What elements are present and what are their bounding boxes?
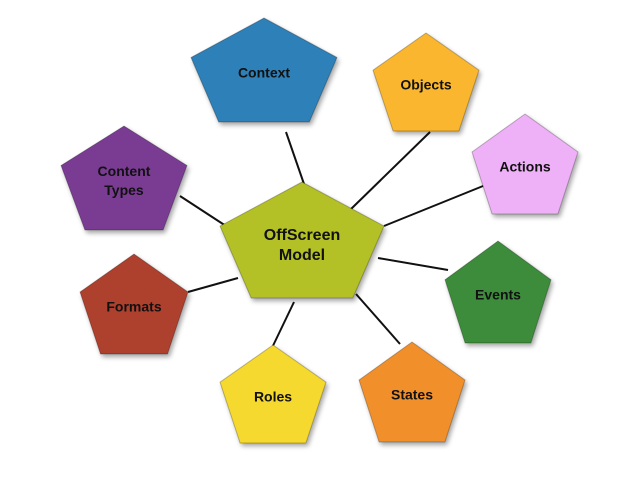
node-actions: Actions: [471, 113, 579, 215]
node-events: Events: [444, 240, 552, 344]
node-objects-label: Objects: [400, 77, 452, 93]
node-content-types-label: Content: [98, 163, 151, 179]
node-formats: Formats: [79, 253, 189, 355]
connector-content-types: [179, 195, 227, 227]
node-formats-label: Formats: [106, 299, 161, 315]
connector-formats: [187, 277, 239, 293]
node-content-types-label: Types: [104, 182, 144, 198]
node-actions-shape: [471, 113, 579, 215]
node-context-label: Context: [238, 65, 290, 81]
center-node-label: Model: [279, 247, 325, 264]
connector-objects: [349, 131, 431, 211]
connector-lines: [179, 131, 489, 353]
node-states-shape: [358, 341, 466, 443]
node-actions-label: Actions: [499, 159, 551, 175]
node-context-shape: [190, 17, 338, 123]
center-node-label: OffScreen: [264, 227, 340, 244]
node-roles-shape: [219, 344, 327, 444]
node-content-types-shape: [60, 125, 188, 231]
connector-context: [285, 131, 305, 185]
node-context: Context: [190, 17, 338, 123]
node-roles: Roles: [219, 344, 327, 444]
node-events-label: Events: [475, 287, 521, 303]
node-states-label: States: [391, 387, 433, 403]
node-events-shape: [444, 240, 552, 344]
node-roles-label: Roles: [254, 389, 292, 405]
connector-states: [355, 293, 401, 345]
node-formats-shape: [79, 253, 189, 355]
node-objects: Objects: [372, 32, 480, 132]
connector-roles: [269, 301, 295, 353]
node-objects-shape: [372, 32, 480, 132]
center-node-shape: [219, 181, 385, 299]
connector-actions: [383, 183, 489, 227]
node-states: States: [358, 341, 466, 443]
connector-events: [377, 257, 449, 271]
